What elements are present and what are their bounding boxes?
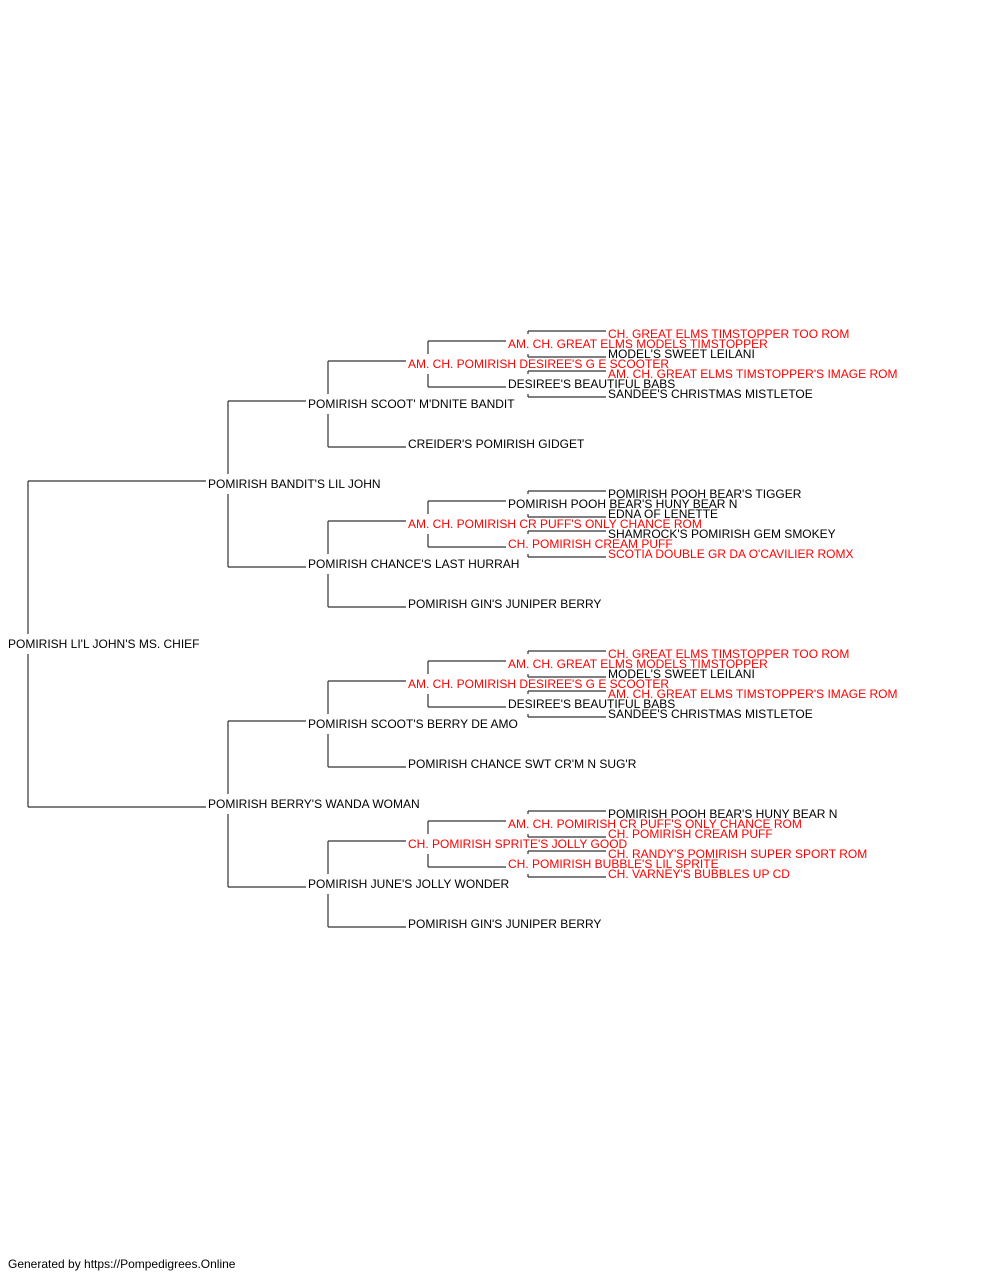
- dog-name[interactable]: POMIRISH SCOOT'S BERRY DE AMO: [308, 717, 518, 731]
- dog-name[interactable]: POMIRISH POOH BEAR'S HUNY BEAR N: [608, 807, 837, 821]
- dog-name-champion[interactable]: AM. CH. GREAT ELMS TIMSTOPPER'S IMAGE RO…: [608, 367, 897, 381]
- dog-name-champion[interactable]: CH. GREAT ELMS TIMSTOPPER TOO ROM: [608, 647, 849, 661]
- dog-name[interactable]: POMIRISH BANDIT'S LIL JOHN: [208, 477, 381, 491]
- dog-name[interactable]: SANDEE'S CHRISTMAS MISTLETOE: [608, 707, 813, 721]
- dog-name-champion[interactable]: AM. CH. POMIRISH CR PUFF'S ONLY CHANCE R…: [508, 817, 802, 831]
- dog-name[interactable]: SHAMROCK'S POMIRISH GEM SMOKEY: [608, 527, 836, 541]
- dog-name[interactable]: POMIRISH GIN'S JUNIPER BERRY: [408, 917, 601, 931]
- dog-name-champion[interactable]: CH. VARNEY'S BUBBLES UP CD: [608, 867, 790, 881]
- dog-name-champion[interactable]: CH. POMIRISH SPRITE'S JOLLY GOOD: [408, 837, 628, 851]
- dog-name-champion[interactable]: CH. RANDY'S POMIRISH SUPER SPORT ROM: [608, 847, 867, 861]
- dog-name-champion[interactable]: AM. CH. GREAT ELMS TIMSTOPPER'S IMAGE RO…: [608, 687, 897, 701]
- dog-name-champion[interactable]: CH. POMIRISH CREAM PUFF: [608, 827, 773, 841]
- dog-name-champion[interactable]: AM. CH. POMIRISH CR PUFF'S ONLY CHANCE R…: [408, 517, 702, 531]
- dog-name-champion[interactable]: CH. POMIRISH CREAM PUFF: [508, 537, 673, 551]
- dog-name[interactable]: POMIRISH BERRY'S WANDA WOMAN: [208, 797, 420, 811]
- dog-name[interactable]: DESIREE'S BEAUTIFUL BABS: [508, 377, 675, 391]
- dog-name[interactable]: SANDEE'S CHRISTMAS MISTLETOE: [608, 387, 813, 401]
- dog-name[interactable]: POMIRISH CHANCE SWT CR'M N SUG'R: [408, 757, 637, 771]
- dog-name[interactable]: POMIRISH GIN'S JUNIPER BERRY: [408, 597, 601, 611]
- dog-name-champion[interactable]: AM. CH. POMIRISH DESIREE'S G E SCOOTER: [408, 677, 669, 691]
- dog-name[interactable]: DESIREE'S BEAUTIFUL BABS: [508, 697, 675, 711]
- dog-name[interactable]: POMIRISH JUNE'S JOLLY WONDER: [308, 877, 510, 891]
- dog-name-champion[interactable]: AM. CH. GREAT ELMS MODELS TIMSTOPPER: [508, 657, 768, 671]
- dog-name-champion[interactable]: CH. POMIRISH BUBBLE'S LIL SPRITE: [508, 857, 719, 871]
- dog-name-champion[interactable]: SCOTIA DOUBLE GR DA O'CAVILIER ROMX: [608, 547, 853, 561]
- dog-name[interactable]: POMIRISH POOH BEAR'S TIGGER: [608, 487, 802, 501]
- dog-name-champion[interactable]: AM. CH. GREAT ELMS MODELS TIMSTOPPER: [508, 337, 768, 351]
- dog-name[interactable]: POMIRISH LI'L JOHN'S MS. CHIEF: [8, 637, 200, 651]
- dog-name[interactable]: POMIRISH POOH BEAR'S HUNY BEAR N: [508, 497, 737, 511]
- dog-name[interactable]: MODEL'S SWEET LEILANI: [608, 667, 755, 681]
- dog-name[interactable]: MODEL'S SWEET LEILANI: [608, 347, 755, 361]
- dog-name-champion[interactable]: AM. CH. POMIRISH DESIREE'S G E SCOOTER: [408, 357, 669, 371]
- dog-name[interactable]: POMIRISH CHANCE'S LAST HURRAH: [308, 557, 519, 571]
- dog-name[interactable]: POMIRISH SCOOT' M'DNITE BANDIT: [308, 397, 515, 411]
- dog-name[interactable]: EDNA OF LENETTE: [608, 507, 718, 521]
- footer-credit: Generated by https://Pompedigrees.Online: [8, 1257, 236, 1271]
- dog-name[interactable]: CREIDER'S POMIRISH GIDGET: [408, 437, 585, 451]
- dog-name-champion[interactable]: CH. GREAT ELMS TIMSTOPPER TOO ROM: [608, 327, 849, 341]
